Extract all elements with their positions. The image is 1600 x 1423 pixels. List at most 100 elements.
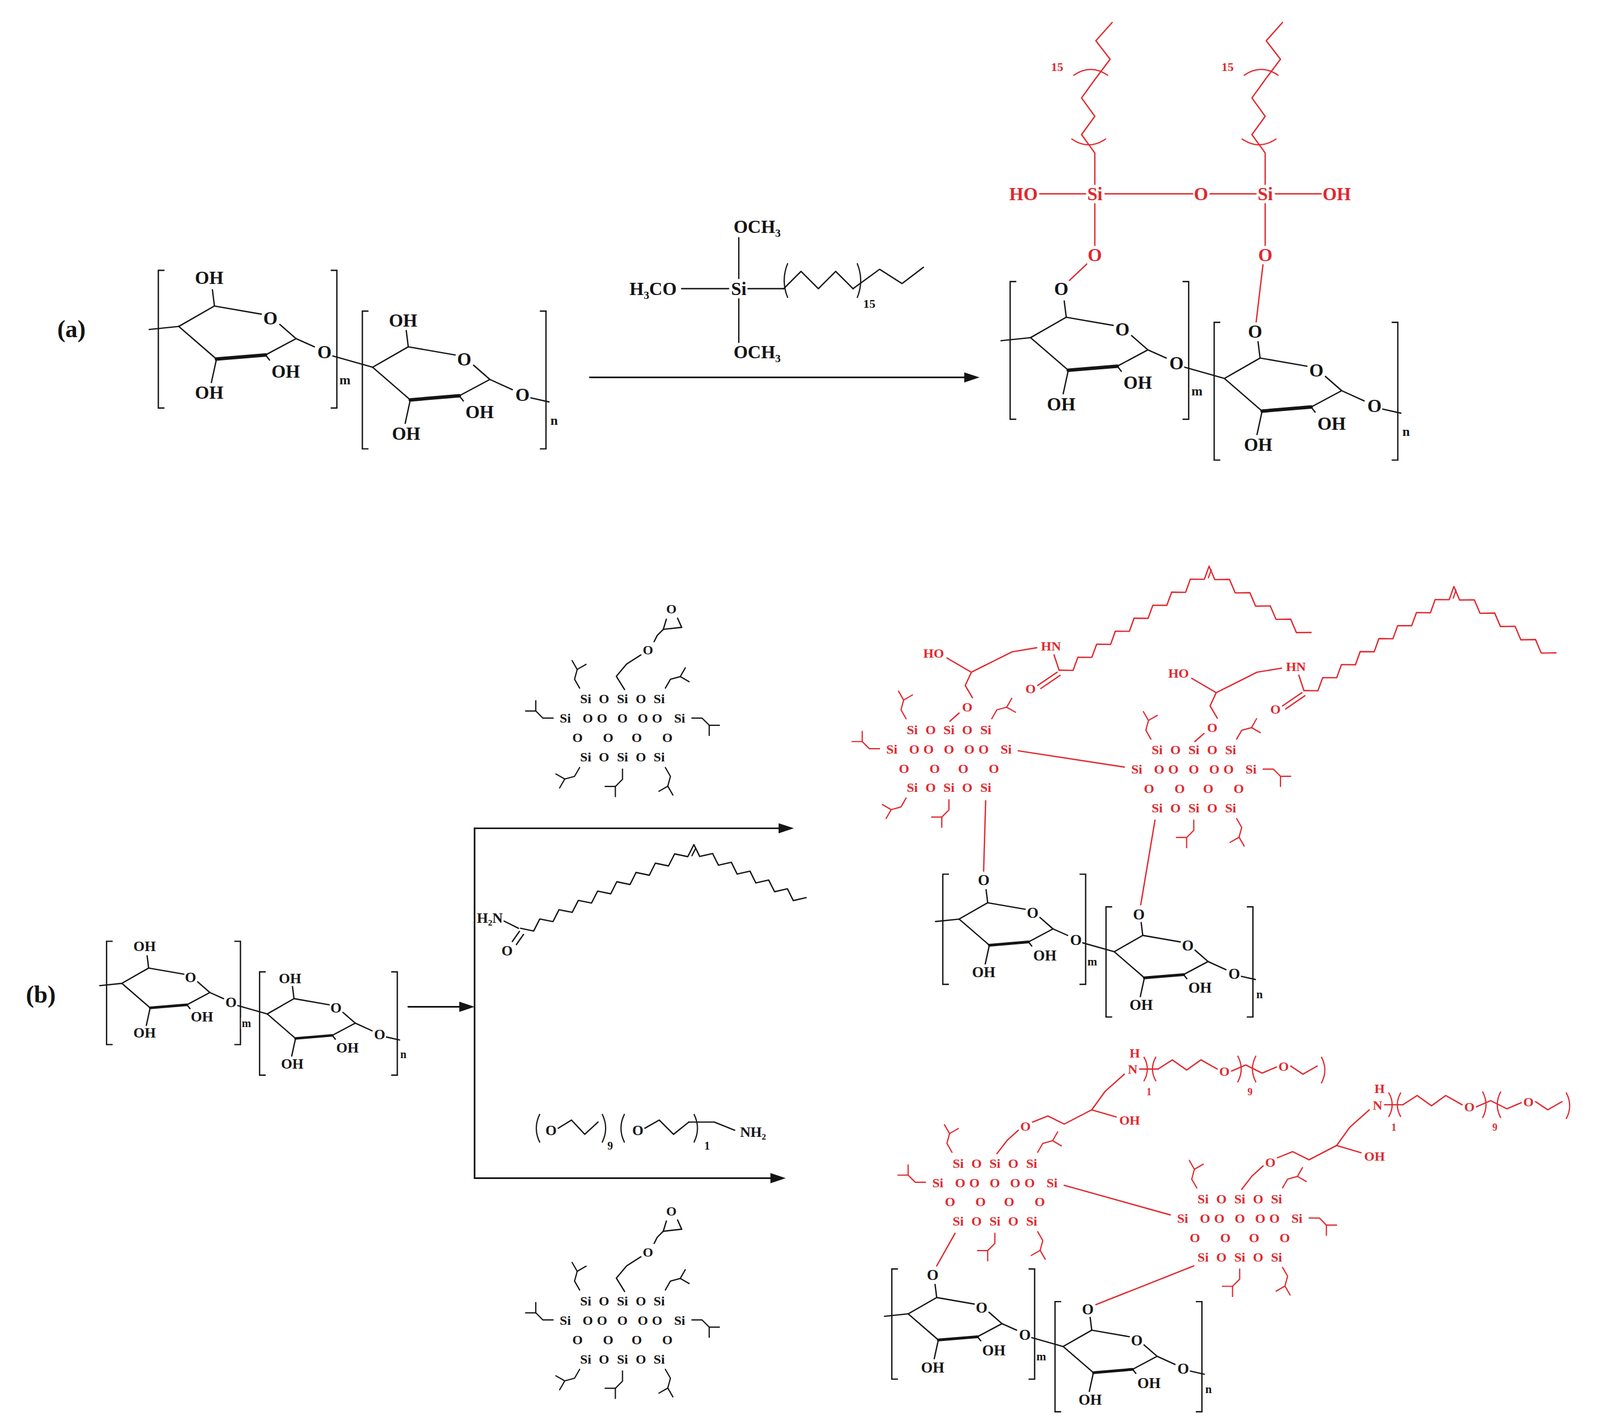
bond-line xyxy=(1068,366,1117,370)
bond-line xyxy=(1095,1266,1195,1305)
atom-label: 1 xyxy=(703,1140,711,1152)
atom-label: OH xyxy=(194,268,225,287)
repeat-paren xyxy=(1152,1057,1156,1082)
atom-label: HO xyxy=(1167,666,1190,680)
arrow-head xyxy=(778,823,795,833)
atom-label: O xyxy=(637,711,649,725)
atom-label: O xyxy=(1522,1095,1535,1109)
atom-label: O xyxy=(184,970,197,985)
atom-label: HN xyxy=(1040,639,1062,653)
atom-label: O xyxy=(963,742,976,756)
bond-line xyxy=(1089,1372,1094,1392)
atom-label: Si xyxy=(1086,184,1104,203)
atom-label: O xyxy=(500,943,513,959)
bond-line xyxy=(150,1004,187,1009)
atom-label: OH xyxy=(981,1342,1007,1358)
repeat-bracket xyxy=(539,311,546,449)
bond-line xyxy=(332,1023,355,1036)
bond-chain xyxy=(1143,711,1152,740)
bond-line xyxy=(265,338,297,355)
atom-label: Si xyxy=(952,1214,965,1228)
bond-line xyxy=(1285,695,1305,709)
atom-label: O xyxy=(1034,1195,1046,1209)
bond-line xyxy=(212,289,215,306)
atom-label: O xyxy=(928,762,941,776)
atom-label: O xyxy=(1169,354,1185,373)
repeat-paren xyxy=(1482,1091,1486,1119)
bond-line xyxy=(1194,1164,1204,1170)
bond-line xyxy=(681,287,729,289)
bond-line xyxy=(1176,836,1187,838)
bond-line xyxy=(405,330,409,347)
atom-label: O xyxy=(316,342,333,362)
bond-line xyxy=(983,800,987,872)
panel-label: (a) xyxy=(56,317,86,342)
bond-line xyxy=(1104,192,1193,195)
bond-chain xyxy=(852,267,924,289)
bond-line xyxy=(1144,974,1184,978)
bond-line xyxy=(474,1177,776,1180)
atom-label: 15 xyxy=(862,297,877,311)
bond-line xyxy=(209,992,224,999)
repeat-bracket xyxy=(106,941,113,1045)
repeat-bracket xyxy=(158,270,165,408)
atom-label: O xyxy=(1132,906,1146,922)
atom-label: O xyxy=(1252,1250,1264,1264)
bond-line xyxy=(342,1012,355,1024)
atom-label: OH xyxy=(464,403,495,422)
repeat-bracket xyxy=(362,311,369,449)
bond-line xyxy=(938,1336,978,1340)
atom-label: O xyxy=(514,385,531,405)
bond-line xyxy=(1001,337,1031,342)
atom-label: O xyxy=(1009,1176,1022,1190)
bond-line xyxy=(934,1339,939,1359)
bond-line xyxy=(1063,1346,1094,1373)
atom-label: O xyxy=(989,1176,1002,1190)
atom-label: Si xyxy=(1270,1192,1283,1206)
atom-label: Si xyxy=(616,1352,629,1366)
bond-chain xyxy=(964,672,973,698)
atom-label: O xyxy=(1153,762,1166,776)
bond-line xyxy=(372,346,409,368)
bond-line xyxy=(1114,951,1145,978)
atom-label: Si xyxy=(988,1214,1002,1228)
atom-label: n xyxy=(1255,988,1264,1001)
bond-line xyxy=(1141,922,1144,936)
repeat-bracket xyxy=(1054,1301,1061,1412)
repeat-bracket xyxy=(1391,322,1398,460)
repeat-bracket xyxy=(259,972,266,1076)
atom-label: Si xyxy=(653,1294,666,1308)
bond-line xyxy=(1114,935,1144,952)
bond-line xyxy=(658,786,668,792)
atom-label: O xyxy=(1025,905,1039,921)
bond-line xyxy=(977,1323,1003,1338)
bond-line xyxy=(1264,202,1266,247)
atom-label: O xyxy=(1367,397,1383,416)
bond-chain xyxy=(520,844,806,932)
atom-label: O xyxy=(1215,1250,1228,1264)
atom-label: H xyxy=(1129,1046,1141,1060)
atom-label: O xyxy=(1069,932,1083,948)
bond-line xyxy=(907,1297,937,1314)
bond-line xyxy=(1336,1145,1361,1153)
atom-label: OH xyxy=(1078,1392,1103,1408)
bond-line xyxy=(663,619,667,630)
atom-label: O xyxy=(1227,966,1241,982)
bond-line xyxy=(408,346,456,355)
repeat-paren xyxy=(1388,1092,1393,1117)
bond-chain xyxy=(1303,586,1556,692)
bond-line xyxy=(1117,366,1122,372)
bond-line xyxy=(408,1006,465,1008)
bond-line xyxy=(692,848,697,856)
atom-label: O xyxy=(598,1352,611,1366)
bond-chain xyxy=(1194,733,1205,743)
atom-label: m xyxy=(1087,956,1099,968)
bond-line xyxy=(1091,1109,1117,1117)
bond-chain xyxy=(616,1256,641,1292)
bond-line xyxy=(1207,961,1226,970)
atom-label: O xyxy=(616,1313,629,1328)
atom-label: O xyxy=(977,742,990,756)
atom-label: 1 xyxy=(1390,1122,1398,1133)
bond-line xyxy=(1326,1225,1328,1236)
